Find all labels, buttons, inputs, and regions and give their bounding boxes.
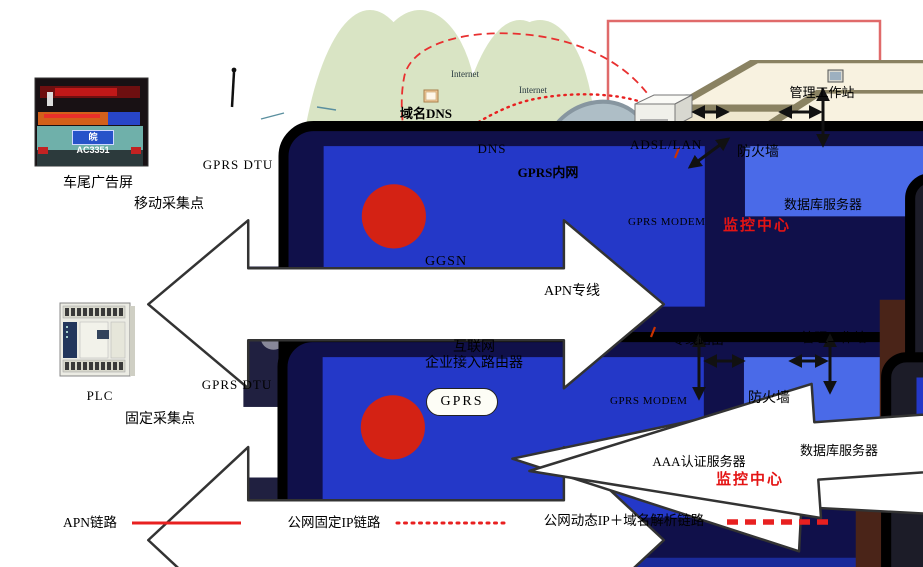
- adsl-lan-label: ADSL/LAN: [630, 137, 703, 152]
- plc-device: [59, 302, 135, 377]
- database-bottom-label: 数据库服务器: [799, 443, 878, 458]
- mobile-point-label: 移动采集点: [134, 197, 204, 212]
- black-arrows: [687, 87, 837, 401]
- aaa-server-label: AAA认证服务器: [652, 454, 746, 469]
- workstation-bottom-label: 管理工作站: [801, 330, 867, 345]
- dtu1-label: GPRS DTU: [202, 157, 274, 172]
- internet1-label: Internet: [451, 69, 479, 79]
- firewall-top-label: 防火墙: [737, 145, 779, 160]
- router-label-line1: 互联网: [453, 340, 495, 355]
- monitoring-center-top-title: 监控中心: [722, 218, 791, 234]
- internet2-label: Internet: [519, 85, 547, 95]
- legend-dynamic-ip-label: 公网动态IP＋域名解析链路: [543, 513, 705, 528]
- apn-line-label: APN专线: [543, 284, 600, 299]
- line-router-label: 专线路由: [671, 332, 724, 347]
- dns-drawer: [423, 89, 439, 103]
- dtu2-label: GPRS DTU: [201, 377, 273, 392]
- adsl-lan-modem: [634, 94, 693, 127]
- firewall-bottom-label: 防火墙: [748, 391, 790, 406]
- workstation-top-monitor: [827, 69, 844, 83]
- taxi-photo: [34, 77, 149, 167]
- fixed-point-label: 固定采集点: [125, 412, 195, 427]
- ggsn-label: GGSN: [424, 254, 468, 269]
- gprs-intranet-label: GPRS内网: [517, 165, 579, 180]
- workstation-top-label: 管理工作站: [789, 85, 855, 100]
- modem-top-label: GPRS MODEM: [628, 216, 706, 228]
- taxi-caption: 车尾广告屏: [63, 176, 133, 191]
- router-label-line2: 企业接入路由器: [425, 356, 523, 371]
- modem-top-antenna: [673, 147, 681, 159]
- domain-dns-label: 域名DNS: [399, 106, 452, 121]
- gprs-oval-badge: GPRS: [426, 388, 498, 416]
- modem-bottom-antenna: [649, 326, 657, 338]
- plc-label: PLC: [86, 388, 114, 403]
- database-top-label: 数据库服务器: [783, 197, 862, 212]
- dtu1-antenna-tip: [231, 67, 237, 73]
- legend-apn-label: APN链路: [62, 515, 117, 530]
- license-plate: 皖AC3351: [72, 130, 114, 155]
- legend-fixed-ip-label: 公网固定IP链路: [287, 515, 381, 530]
- dns-label: DNS: [477, 141, 507, 156]
- modem-bottom-label: GPRS MODEM: [610, 395, 688, 407]
- legend-samples: [132, 519, 832, 525]
- monitoring-center-bottom-title: 监控中心: [715, 472, 784, 488]
- dtu1-antenna: [230, 71, 236, 108]
